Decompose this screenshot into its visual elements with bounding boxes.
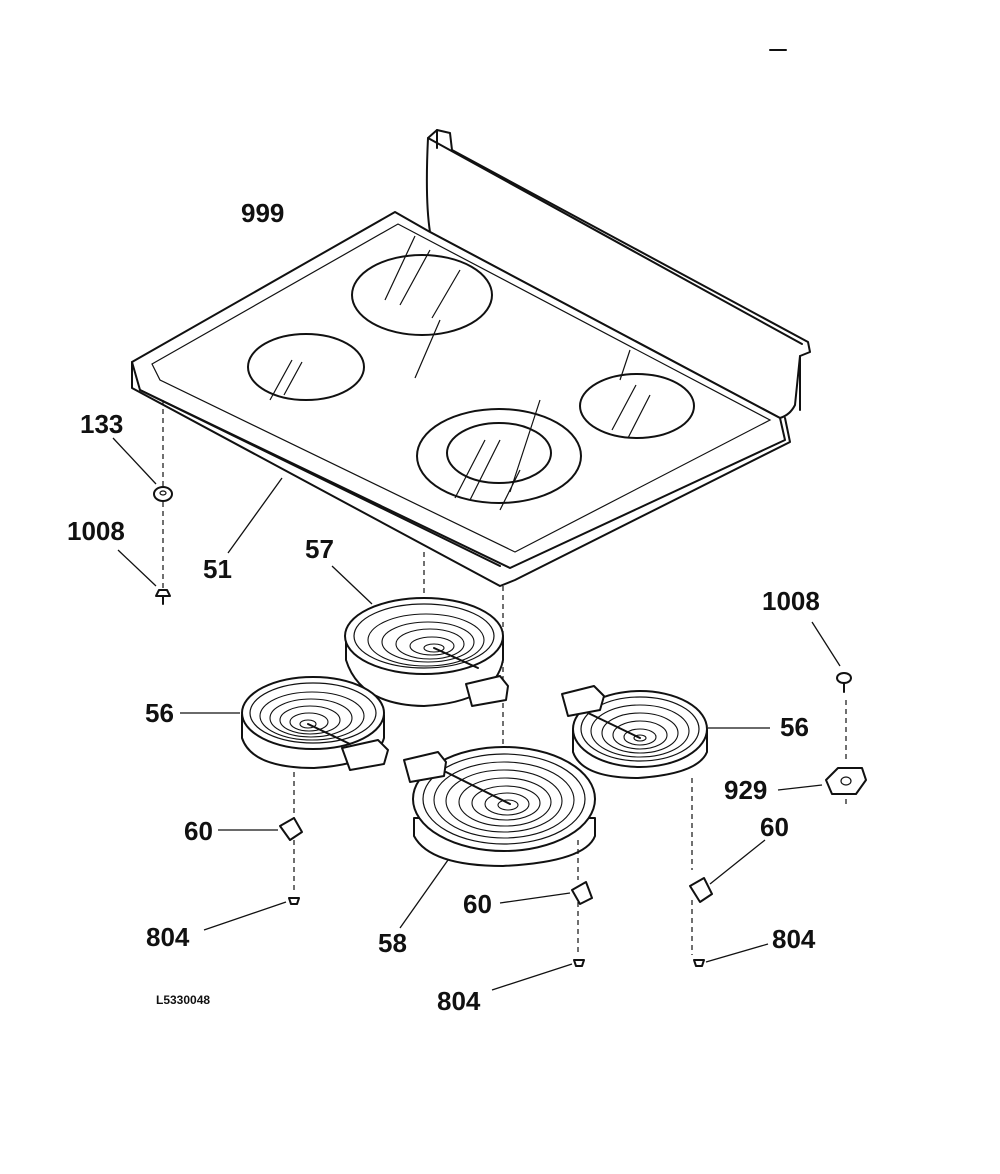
label-1008-right: 1008 bbox=[762, 586, 820, 616]
label-58: 58 bbox=[378, 928, 407, 958]
label-1008-left: 1008 bbox=[67, 516, 125, 546]
screw-1008-left bbox=[155, 589, 171, 605]
label-804-left: 804 bbox=[146, 922, 190, 952]
label-60-right: 60 bbox=[760, 812, 789, 842]
screw-804-left bbox=[288, 897, 300, 905]
bracket-929 bbox=[825, 767, 867, 795]
rivet-133 bbox=[153, 486, 173, 502]
label-60-center: 60 bbox=[463, 889, 492, 919]
label-929: 929 bbox=[724, 775, 767, 805]
label-56-left: 56 bbox=[145, 698, 174, 728]
screw-804-right bbox=[693, 959, 705, 967]
label-60-left: 60 bbox=[184, 816, 213, 846]
label-804-right: 804 bbox=[772, 924, 816, 954]
drawing-number: L5330048 bbox=[156, 993, 210, 1007]
label-51: 51 bbox=[203, 554, 232, 584]
screw-804-center bbox=[573, 959, 585, 967]
label-804-center: 804 bbox=[437, 986, 481, 1016]
heating-element-58 bbox=[403, 746, 596, 867]
clip-60-left bbox=[279, 817, 303, 841]
label-133: 133 bbox=[80, 409, 123, 439]
screw-1008-right bbox=[836, 672, 852, 693]
heating-element-56-left bbox=[241, 676, 389, 771]
label-57: 57 bbox=[305, 534, 334, 564]
clip-60-right bbox=[689, 877, 713, 903]
clip-60-center bbox=[571, 881, 593, 905]
label-56-right: 56 bbox=[780, 712, 809, 742]
heating-element-56-right bbox=[561, 685, 708, 779]
cooktop-panel bbox=[131, 129, 811, 587]
leader-lines bbox=[112, 437, 841, 991]
heating-element-57 bbox=[344, 597, 509, 707]
label-999: 999 bbox=[241, 198, 284, 228]
